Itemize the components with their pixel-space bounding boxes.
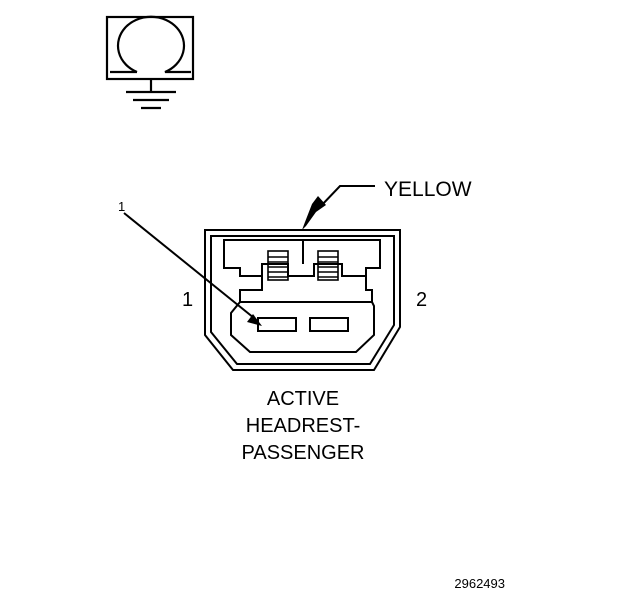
figure-number: 2962493 [454,576,505,591]
pin-label-2: 2 [416,289,427,311]
pin-terminal-2 [309,317,349,332]
connector-name-line-1: ACTIVE [267,388,339,410]
wire-color-leader [302,185,375,230]
wire-color-label: YELLOW [384,178,472,201]
headrest-symbol-icon [105,15,195,110]
connector-name-line-2: HEADREST- [246,415,360,437]
connector-body [204,229,401,371]
latch-left [267,250,289,281]
connector-name-line-3: PASSENGER [242,442,365,464]
callout-number: 1 [118,199,125,214]
latch-right [317,250,339,281]
pin-terminal-1 [257,317,297,332]
pin-label-1: 1 [182,289,193,311]
